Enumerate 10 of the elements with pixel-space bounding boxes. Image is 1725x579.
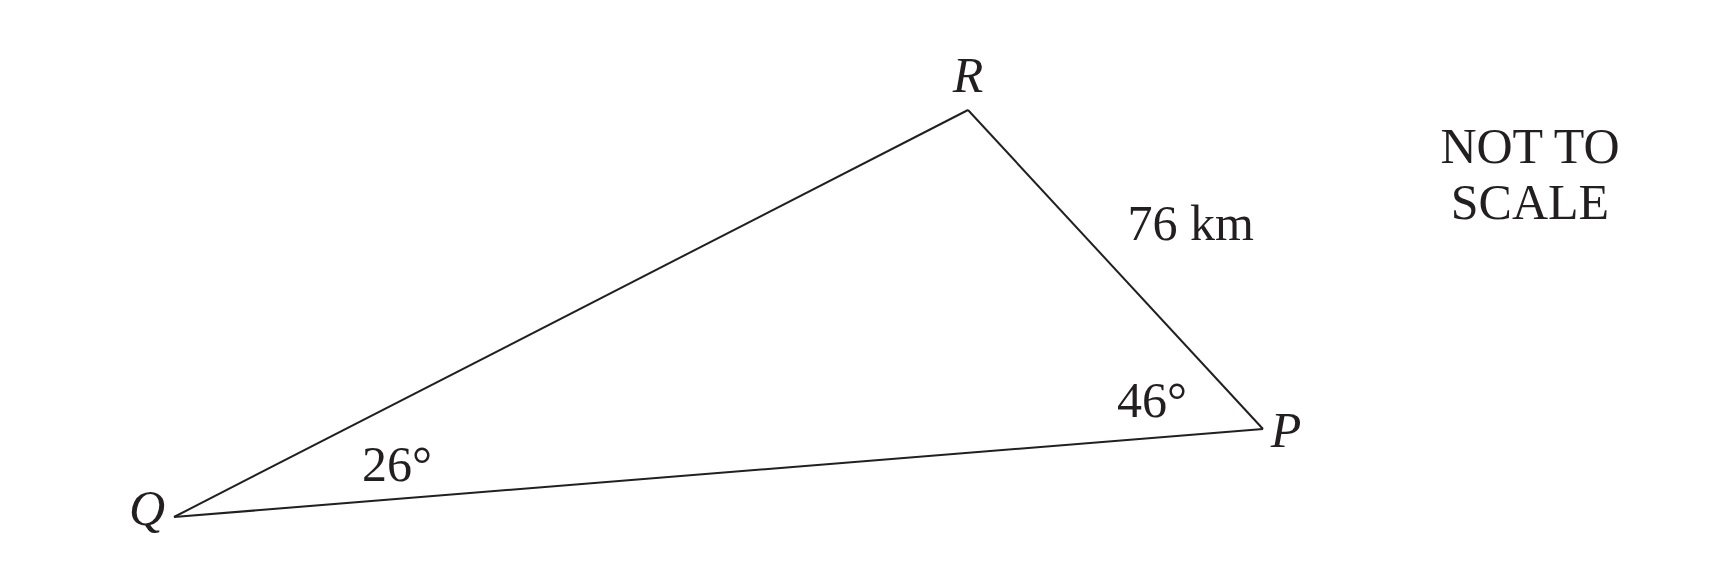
scale-note: NOT TO SCALE — [1439, 118, 1621, 230]
angle-label: 46° — [1117, 372, 1187, 428]
vertex-label: Q — [120, 478, 174, 538]
triangle-side — [967, 109, 1264, 430]
vertex-label: P — [1263, 400, 1309, 460]
edge-label: 76 km — [1127, 194, 1254, 251]
triangle-side — [173, 428, 1264, 518]
angle-label: 26° — [362, 436, 432, 492]
vertex-label: R — [946, 50, 990, 110]
triangle-side — [173, 109, 969, 518]
